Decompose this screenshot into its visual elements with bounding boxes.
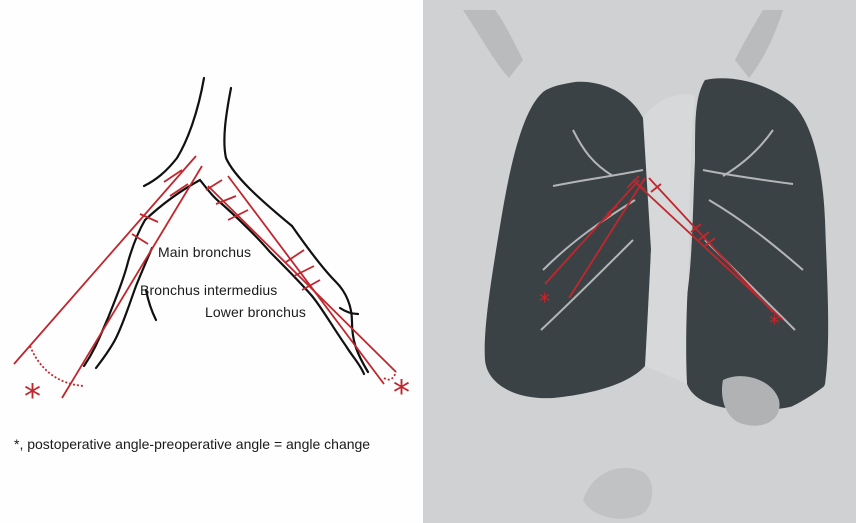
label-lower-bronchus: Lower bronchus: [205, 304, 306, 320]
schematic-diagram: Main bronchus Bronchus intermedius Lower…: [0, 0, 420, 523]
left-inner-wall: [96, 248, 152, 368]
figure-caption: *, postoperative angle-preoperative angl…: [14, 436, 370, 452]
right-line-upper: [208, 186, 396, 372]
angle-marker-right: *: [393, 376, 410, 410]
right-segment-tip: [340, 308, 358, 314]
bronchial-outline: [84, 78, 368, 374]
angle-marker-left: *: [24, 380, 41, 414]
trachea-right-wall: [224, 88, 292, 226]
label-bronchus-intermedius: Bronchus intermedius: [140, 282, 277, 298]
right-lower-outer: [292, 226, 368, 372]
trachea-left-wall: [144, 78, 204, 186]
measurement-lines: [14, 156, 396, 398]
tick: [206, 180, 222, 190]
ct-scan-image: * *: [423, 0, 856, 523]
ct-scan-svg: [423, 0, 856, 523]
ct-angle-marker-right: *: [769, 314, 780, 336]
left-line-outer: [14, 156, 196, 364]
ct-angle-marker-left: *: [539, 292, 550, 314]
left-main-outer: [84, 220, 145, 366]
right-line-lower: [228, 176, 384, 384]
label-main-bronchus: Main bronchus: [158, 244, 251, 260]
